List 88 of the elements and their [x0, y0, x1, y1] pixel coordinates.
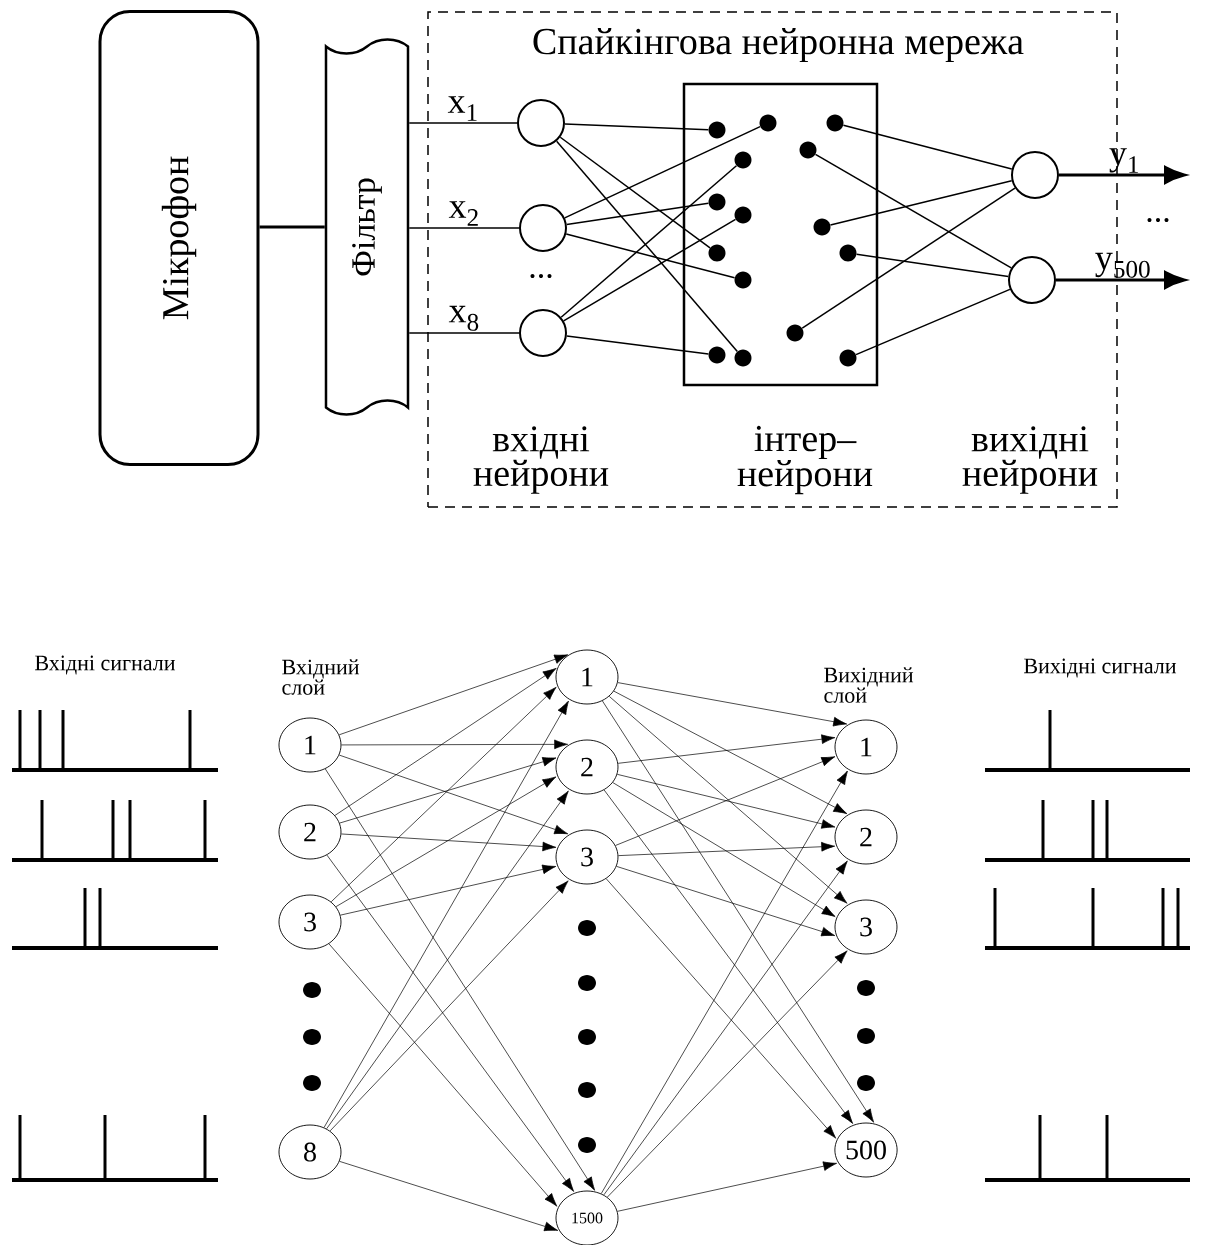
arrow — [339, 1161, 559, 1232]
connection-line — [566, 335, 710, 355]
edge-label: x$_{1}$ — [447, 96, 477, 121]
arrow — [324, 768, 596, 1191]
filter-box: Фільтр — [324, 38, 410, 416]
neuron-dot — [734, 349, 752, 367]
neuron-dot — [708, 244, 726, 262]
layer-label: Вхідний слой — [282, 659, 360, 695]
arrow — [616, 866, 836, 937]
connection-line — [408, 122, 518, 124]
connection-line — [564, 125, 761, 219]
microphone-box: Мікрофон — [98, 10, 260, 466]
connection-line — [408, 332, 520, 334]
neuron-dot — [759, 114, 777, 132]
arrow — [341, 833, 557, 852]
layer-label: вихідні нейрони — [962, 426, 1098, 494]
neuron-dot — [799, 141, 817, 159]
neuron-circle — [1011, 151, 1059, 199]
neuron-dot — [708, 121, 726, 139]
connection-line — [842, 124, 1013, 170]
connection-line — [801, 187, 1016, 329]
neuron-dot — [734, 271, 752, 289]
arrow — [605, 878, 837, 1139]
neuron-circle — [1008, 256, 1056, 304]
arrow — [616, 774, 836, 829]
interneuron-box — [682, 82, 879, 387]
neuron-dot — [839, 244, 857, 262]
arrow — [338, 754, 569, 835]
layer-label: Вихідний слой — [824, 667, 914, 703]
connection-line — [564, 123, 710, 131]
connection-line — [855, 253, 1009, 278]
arrow — [335, 776, 557, 907]
layer-label: вхідні нейрони — [473, 426, 609, 494]
arrow — [607, 950, 848, 1198]
arrow — [618, 841, 836, 856]
edge-label: x$_{2}$ — [448, 201, 478, 226]
edge-label: y$_{1}$ — [1109, 148, 1139, 173]
arrow — [330, 686, 557, 903]
arrow — [617, 682, 848, 727]
edge-label: y$_{500}$ — [1095, 252, 1150, 278]
arrow — [338, 654, 569, 736]
layer-label: інтер– нейрони — [737, 425, 873, 495]
arrow — [600, 770, 848, 1194]
neuron-dot — [734, 206, 752, 224]
neuron-dot — [708, 346, 726, 364]
connection-line — [562, 218, 737, 322]
connection-line — [855, 288, 1011, 356]
arrow — [328, 943, 558, 1207]
connection-line — [814, 153, 1012, 269]
arrow — [326, 790, 569, 1130]
edge-label: x$_{8}$ — [448, 305, 479, 331]
arrow — [339, 757, 557, 824]
signal-label: Вхідні сигнали — [35, 655, 176, 675]
connection-line — [555, 140, 739, 353]
connection-line — [565, 233, 736, 279]
arrow — [329, 880, 569, 1132]
neuron-dot — [839, 349, 857, 367]
neuron-circle — [519, 309, 567, 357]
neuron-dot — [786, 324, 804, 342]
ellipsis: ... — [530, 274, 552, 278]
connection-line — [408, 227, 520, 229]
arrow — [617, 734, 836, 764]
arrow — [341, 739, 568, 750]
arrow — [323, 700, 569, 1128]
arrow — [326, 854, 575, 1192]
connection-line — [829, 179, 1013, 226]
arrow — [608, 696, 848, 904]
neuron-dot — [734, 151, 752, 169]
neuron-circle — [517, 99, 565, 147]
connection-line — [566, 202, 710, 226]
ellipsis: ... — [1147, 218, 1169, 222]
arrow — [603, 860, 848, 1196]
neuron-dot — [708, 193, 726, 211]
neuron-circle — [519, 204, 567, 252]
connection-line — [559, 136, 711, 249]
arrow — [340, 864, 557, 916]
neuron-dot — [813, 218, 831, 236]
arrow — [617, 1161, 837, 1212]
arrow — [334, 668, 557, 816]
connection-line — [560, 164, 738, 319]
arrow — [602, 700, 875, 1123]
connection-line — [259, 225, 325, 229]
arrow — [612, 782, 836, 917]
arrow — [615, 756, 836, 846]
signal-label: Вихідні сигнали — [1024, 658, 1177, 678]
neuron-dot — [826, 114, 844, 132]
arrow — [613, 690, 848, 814]
arrow — [603, 789, 854, 1124]
